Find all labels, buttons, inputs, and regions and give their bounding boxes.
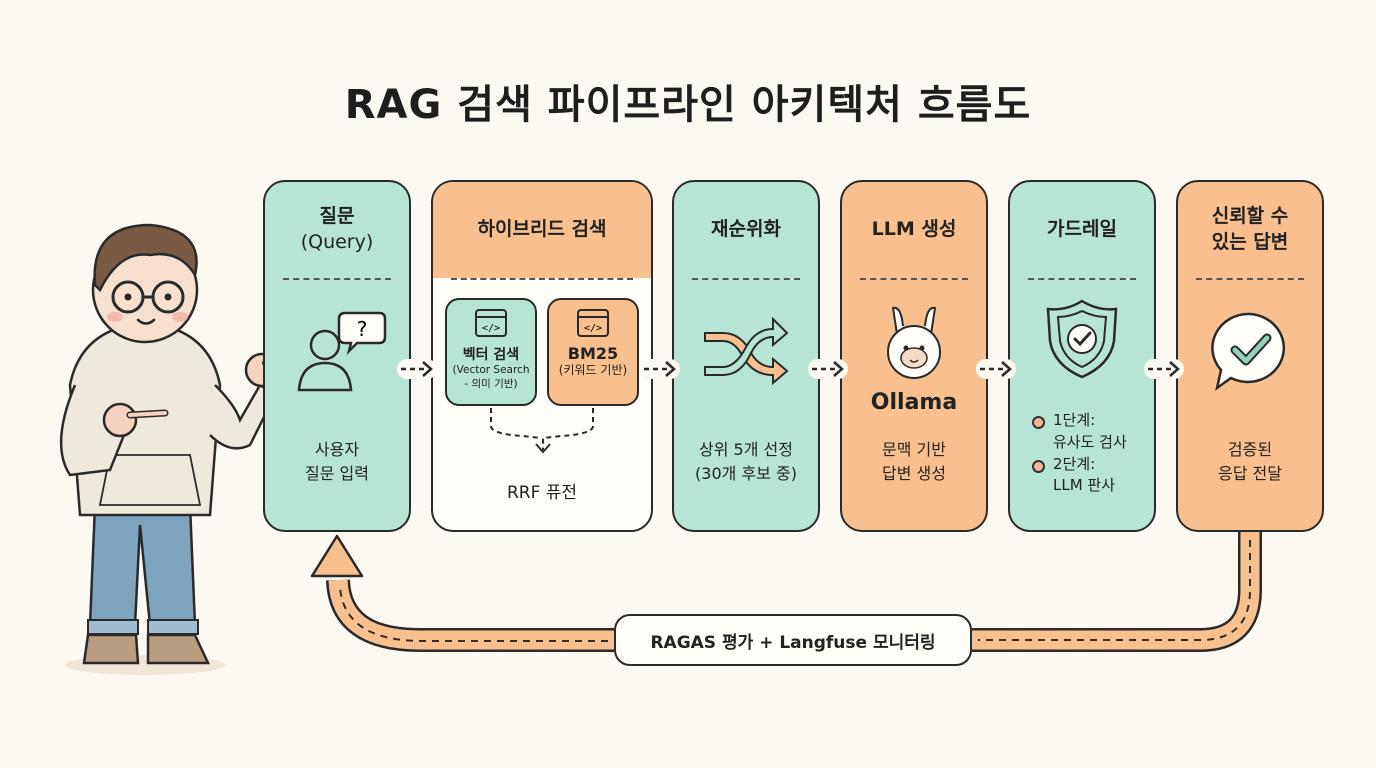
stage-rerank-title: 재순위화 xyxy=(674,182,818,278)
user-question-icon: ? xyxy=(265,300,409,400)
desc-line: 상위 5개 선정 xyxy=(699,440,793,459)
merge-arrow-icon xyxy=(490,408,594,454)
desc-line: 응답 전달 xyxy=(1218,464,1282,483)
bm25-box: </> BM25 (키워드 기반) xyxy=(547,298,639,406)
stage-rerank: 재순위화 상위 5개 선정 (30개 후보 중) xyxy=(672,180,820,532)
desc-line: 질문 입력 xyxy=(305,464,369,483)
stage-guardrail: 가드레일 1단계: 유사도 검사 2단계: LLM 판사 xyxy=(1008,180,1156,532)
stage-hybrid-search: 하이브리드 검색 </> 벡터 검색 (Vector Search - 의미 기… xyxy=(431,180,653,532)
divider xyxy=(1028,278,1136,280)
divider xyxy=(283,278,391,280)
speech-check-icon xyxy=(1178,300,1322,400)
stage-title-line: LLM 생성 xyxy=(871,218,957,241)
header-band xyxy=(433,182,651,278)
guardrail-steps: 1단계: 유사도 검사 2단계: LLM 판사 xyxy=(1032,410,1127,497)
presenter-character-icon xyxy=(59,223,280,675)
desc-line: (30개 후보 중) xyxy=(695,464,797,483)
step-detail: 유사도 검사 xyxy=(1053,432,1127,451)
divider xyxy=(692,278,800,280)
feedback-loop-label: RAGAS 평가 + Langfuse 모니터링 xyxy=(614,614,972,666)
stage-title-line: 질문 xyxy=(319,205,355,228)
flow-arrow-icon xyxy=(397,359,437,379)
stage-hybrid-title: 하이브리드 검색 xyxy=(433,182,651,278)
feedback-loop-text: RAGAS 평가 + Langfuse 모니터링 xyxy=(650,632,936,653)
llama-icon xyxy=(842,292,986,392)
stage-llm-generation: LLM 생성 Ollama 문맥 기반 답변 생성 xyxy=(840,180,988,532)
stage-title-line: 재순위화 xyxy=(711,218,781,241)
desc-line: 답변 생성 xyxy=(882,464,946,483)
code-window-icon: </> xyxy=(475,309,507,337)
divider xyxy=(860,278,968,280)
sub-title: 벡터 검색 xyxy=(462,347,520,363)
code-window-icon: </> xyxy=(577,309,609,337)
sub-detail: (키워드 기반) xyxy=(558,363,628,377)
rrf-fusion-label: RRF 퓨전 xyxy=(506,483,578,503)
stage-title-line: 신뢰할 수 xyxy=(1211,205,1289,228)
svg-text:</>: </> xyxy=(584,323,602,334)
stage-guardrail-title: 가드레일 xyxy=(1010,182,1154,278)
stage-rerank-desc: 상위 5개 선정 (30개 후보 중) xyxy=(674,438,818,486)
desc-line: 사용자 xyxy=(314,440,360,459)
shuffle-icon xyxy=(674,300,818,400)
guardrail-step: 1단계: 유사도 검사 xyxy=(1032,410,1127,454)
stage-llm-desc: 문맥 기반 답변 생성 xyxy=(842,438,986,486)
flow-arrow-icon xyxy=(808,359,848,379)
desc-line: 검증된 xyxy=(1227,440,1273,459)
stage-answer-desc: 검증된 응답 전달 xyxy=(1178,438,1322,486)
stage-query-title: 질문 (Query) xyxy=(265,182,409,278)
divider xyxy=(451,278,633,280)
vector-search-box: </> 벡터 검색 (Vector Search - 의미 기반) xyxy=(445,298,537,406)
ollama-label: Ollama xyxy=(870,390,958,415)
stage-title-line: 가드레일 xyxy=(1047,218,1117,241)
step-label: 2단계: xyxy=(1053,454,1096,473)
desc-line: 문맥 기반 xyxy=(882,440,946,459)
flow-arrow-icon xyxy=(976,359,1016,379)
stage-llm-title: LLM 생성 xyxy=(842,182,986,278)
step-dot-icon xyxy=(1032,459,1045,473)
guardrail-step: 2단계: LLM 판사 xyxy=(1032,454,1127,498)
flow-arrow-icon xyxy=(640,359,680,379)
sub-detail: (Vector Search xyxy=(452,364,530,376)
stage-query: 질문 (Query) ? 사용자 질문 입력 xyxy=(263,180,411,532)
sub-title: BM25 xyxy=(567,344,619,363)
shield-check-icon xyxy=(1010,294,1154,384)
stage-query-desc: 사용자 질문 입력 xyxy=(265,438,409,486)
flow-arrow-icon xyxy=(1144,359,1184,379)
divider xyxy=(1196,278,1304,280)
step-detail: LLM 판사 xyxy=(1053,476,1116,495)
diagram-title: RAG 검색 파이프라인 아키텍처 흐름도 xyxy=(344,82,1032,128)
svg-text:</>: </> xyxy=(482,323,500,334)
sub-detail: - 의미 기반) xyxy=(464,377,518,390)
stage-title-line: 하이브리드 검색 xyxy=(477,218,607,241)
stage-title-line: (Query) xyxy=(300,231,374,253)
step-label: 1단계: xyxy=(1053,411,1096,429)
stage-title-line: 있는 답변 xyxy=(1211,231,1289,253)
svg-text:?: ? xyxy=(357,317,368,341)
step-dot-icon xyxy=(1032,416,1045,429)
